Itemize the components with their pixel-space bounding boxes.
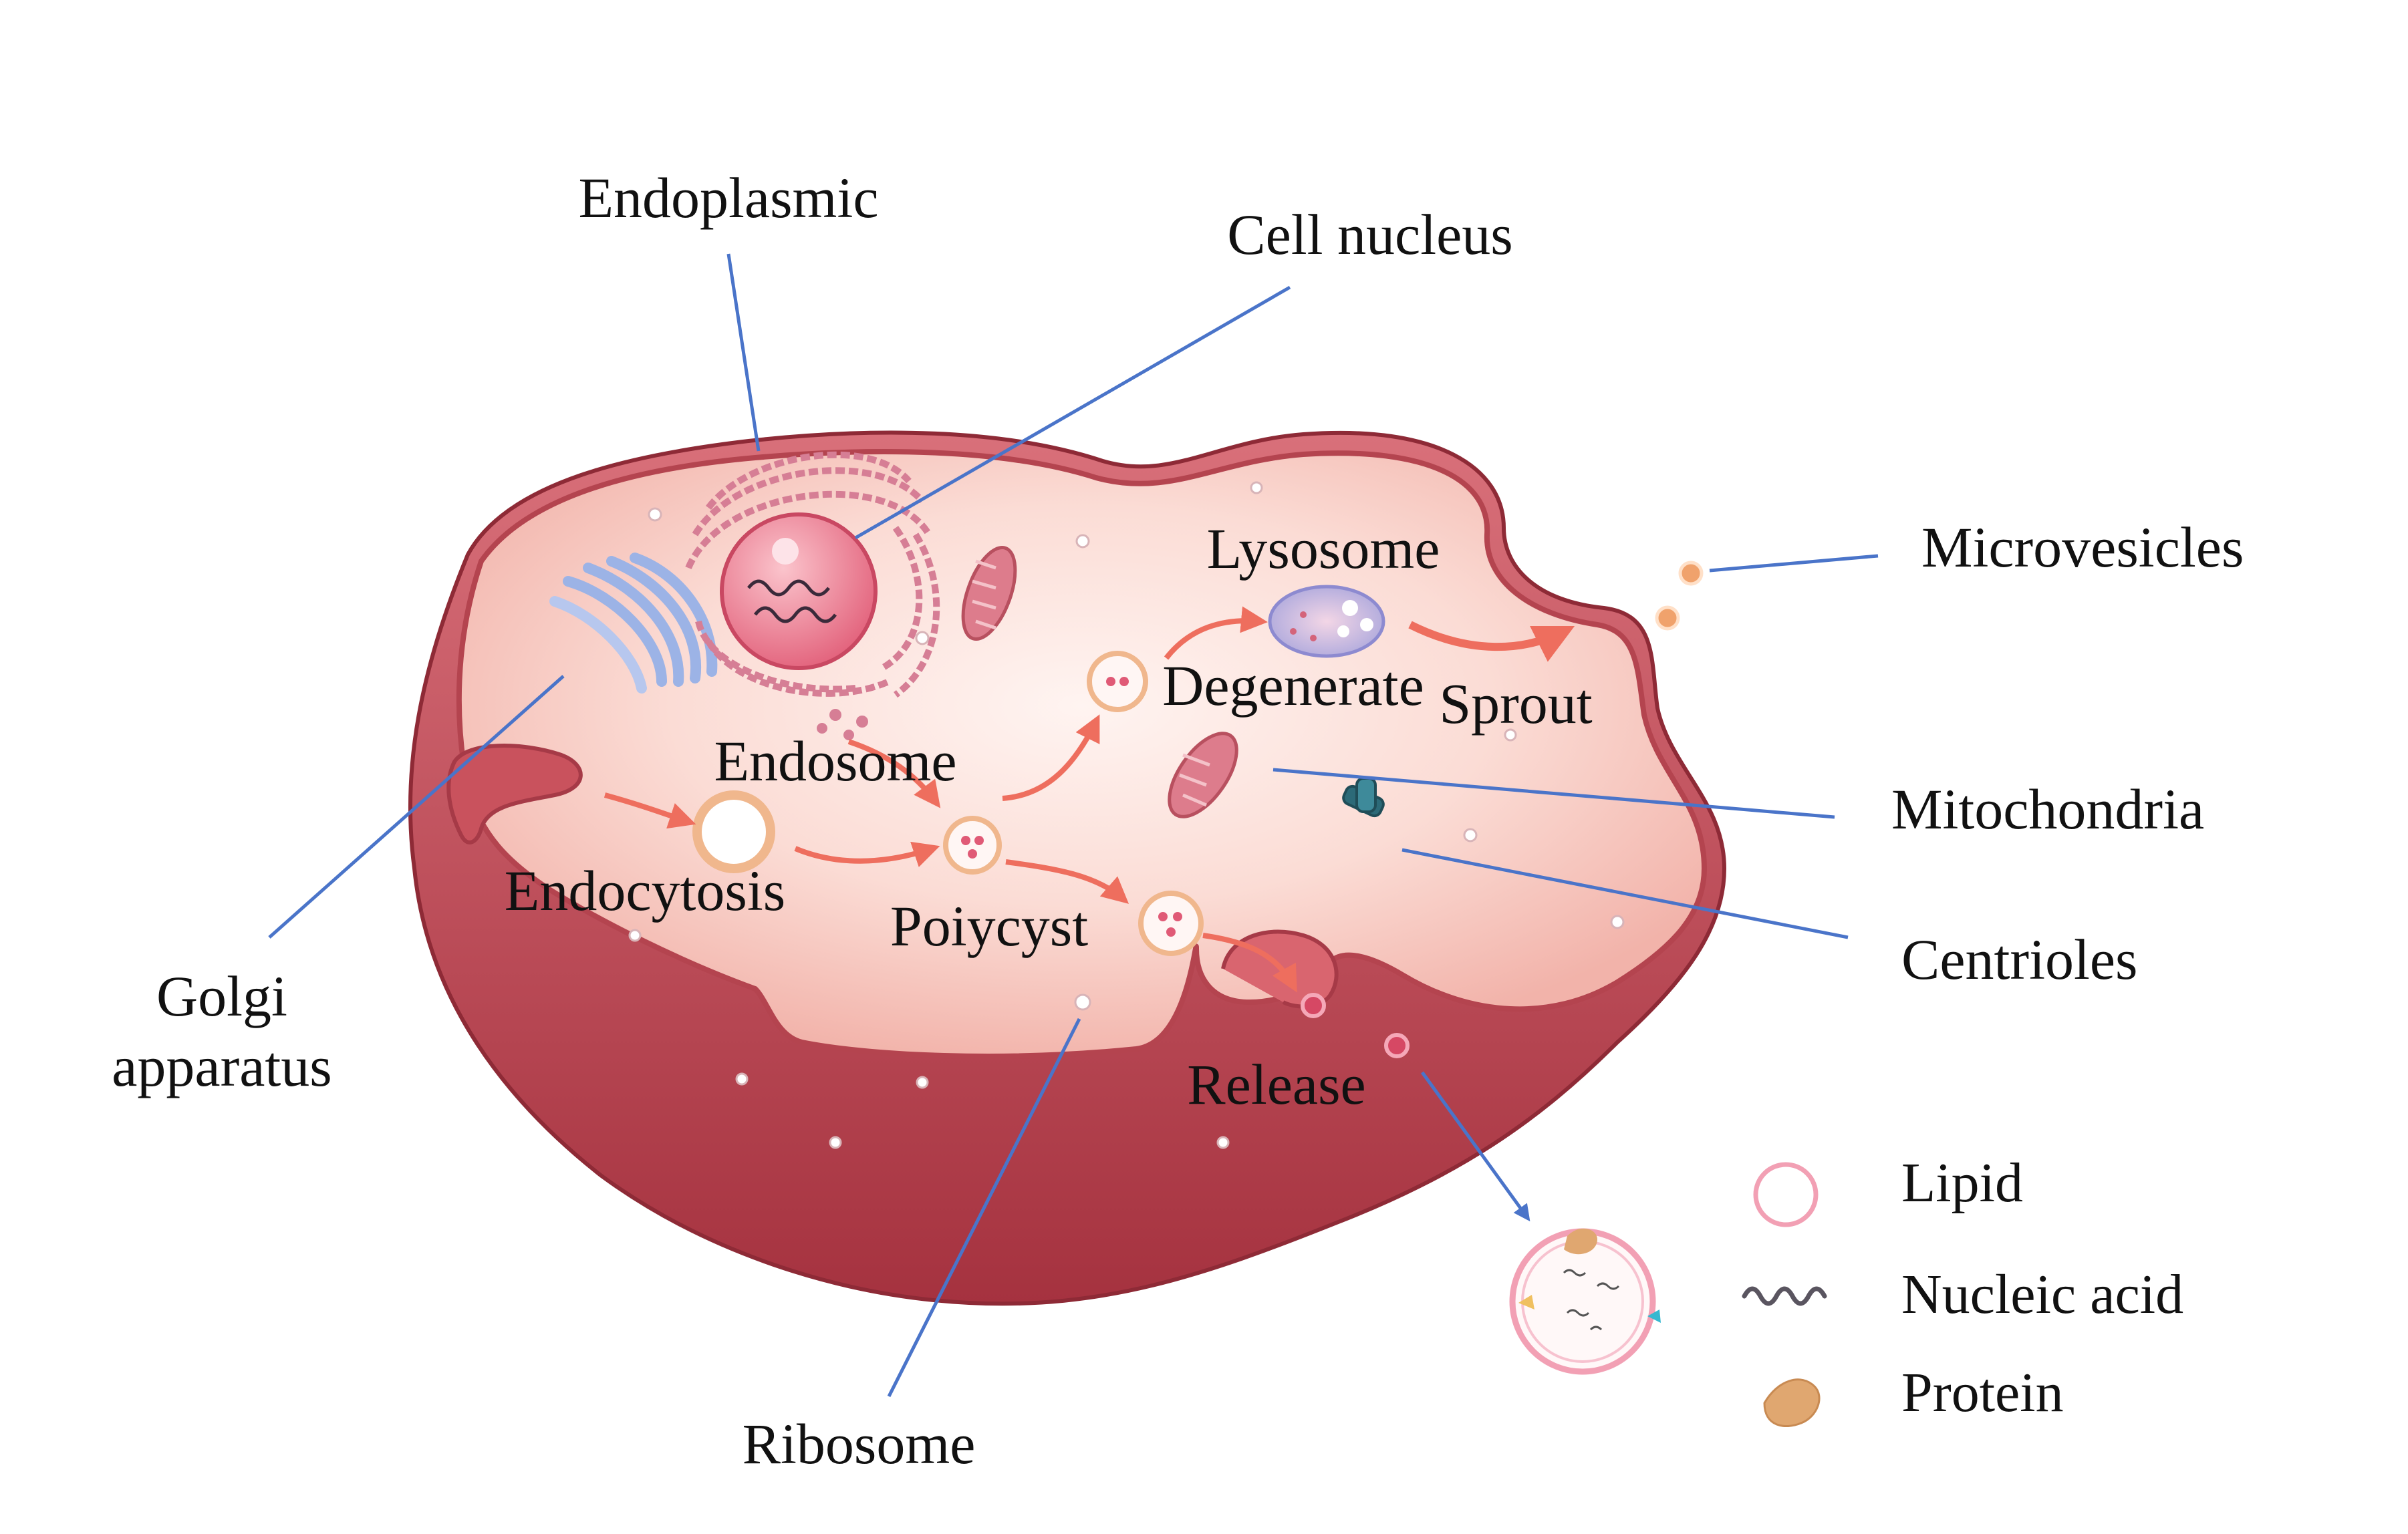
label-microvesicles: Microvesicles — [1921, 515, 2244, 579]
arrow-sprout — [1408, 621, 1575, 662]
leader-microvesicles — [1709, 554, 1879, 573]
legend-label-lipid: Lipid — [1901, 1152, 2023, 1214]
arrow-to-endosome — [847, 739, 941, 808]
nucleic-acid-icon — [1742, 1286, 1827, 1306]
degenerate-vesicle — [1087, 651, 1148, 712]
endoplasmic-reticulum — [685, 451, 940, 698]
endocytosis-vesicle — [692, 790, 775, 873]
lysosome — [1268, 585, 1385, 658]
label-golgi-line2: apparatus — [112, 1034, 332, 1098]
label-lysosome: Lysosome — [1207, 516, 1440, 581]
label-poiycyst: Poiycyst — [890, 894, 1088, 958]
poiycyst-vesicle-1 — [943, 816, 1002, 875]
leader-golgi — [268, 675, 565, 939]
exosome-illustration — [1509, 1228, 1661, 1375]
leader-centrioles — [1401, 848, 1849, 939]
ribosome-dots — [628, 481, 1625, 1149]
golgi-apparatus — [549, 553, 718, 694]
label-mitochondria: Mitochondria — [1891, 777, 2204, 841]
arrow-to-poiycyst-2 — [1005, 859, 1129, 904]
legend: Lipid Nucleic acid Protein — [1742, 1152, 2183, 1428]
endocytosis-pocket — [446, 744, 583, 845]
leader-endoplasmic — [726, 253, 761, 452]
leader-release-arrow — [1420, 1071, 1530, 1222]
legend-label-nucleic-acid: Nucleic acid — [1901, 1263, 2183, 1326]
centrioles — [1342, 777, 1385, 818]
label-degenerate: Degenerate — [1162, 653, 1424, 718]
arrow-to-poiycyst — [794, 841, 940, 867]
label-endoplasmic: Endoplasmic — [578, 166, 878, 230]
arrow-to-degenerate — [1002, 714, 1100, 801]
lipid-ring-icon — [1753, 1162, 1819, 1227]
leader-cell-nucleus — [854, 285, 1291, 540]
er-dots — [817, 709, 868, 740]
release-exosomes — [1301, 993, 1410, 1058]
label-ribosome: Ribosome — [743, 1412, 976, 1476]
labels: Endoplasmic Cell nucleus Microvesicles L… — [112, 166, 2244, 1476]
label-golgi-line1: Golgi — [156, 964, 287, 1028]
legend-item-lipid: Lipid — [1753, 1152, 2023, 1227]
arrow-to-lysosome — [1164, 606, 1268, 660]
microvesicle-dots — [1655, 561, 1704, 631]
label-endocytosis: Endocytosis — [505, 859, 785, 923]
label-cell-nucleus: Cell nucleus — [1227, 202, 1513, 267]
pathway-arrows — [604, 606, 1575, 993]
legend-item-protein: Protein — [1763, 1362, 2064, 1428]
protein-icon — [1763, 1378, 1821, 1428]
arrow-endocytosis — [604, 792, 696, 829]
leader-mitochondria — [1273, 768, 1835, 819]
label-sprout: Sprout — [1439, 671, 1592, 736]
label-release: Release — [1187, 1052, 1365, 1116]
poiycyst-vesicle-2 — [1138, 891, 1204, 956]
legend-label-protein: Protein — [1901, 1362, 2064, 1424]
mitochondrion-lower — [1168, 732, 1238, 818]
mitochondrion-upper — [961, 545, 1017, 641]
legend-item-nucleic-acid: Nucleic acid — [1742, 1263, 2183, 1326]
label-endosome: Endosome — [714, 729, 956, 793]
arrow-to-release — [1202, 933, 1297, 993]
cell-nucleus — [720, 512, 878, 670]
label-centrioles: Centrioles — [1901, 927, 2138, 991]
leader-lines — [268, 253, 1879, 1398]
leader-ribosome — [887, 1018, 1081, 1398]
